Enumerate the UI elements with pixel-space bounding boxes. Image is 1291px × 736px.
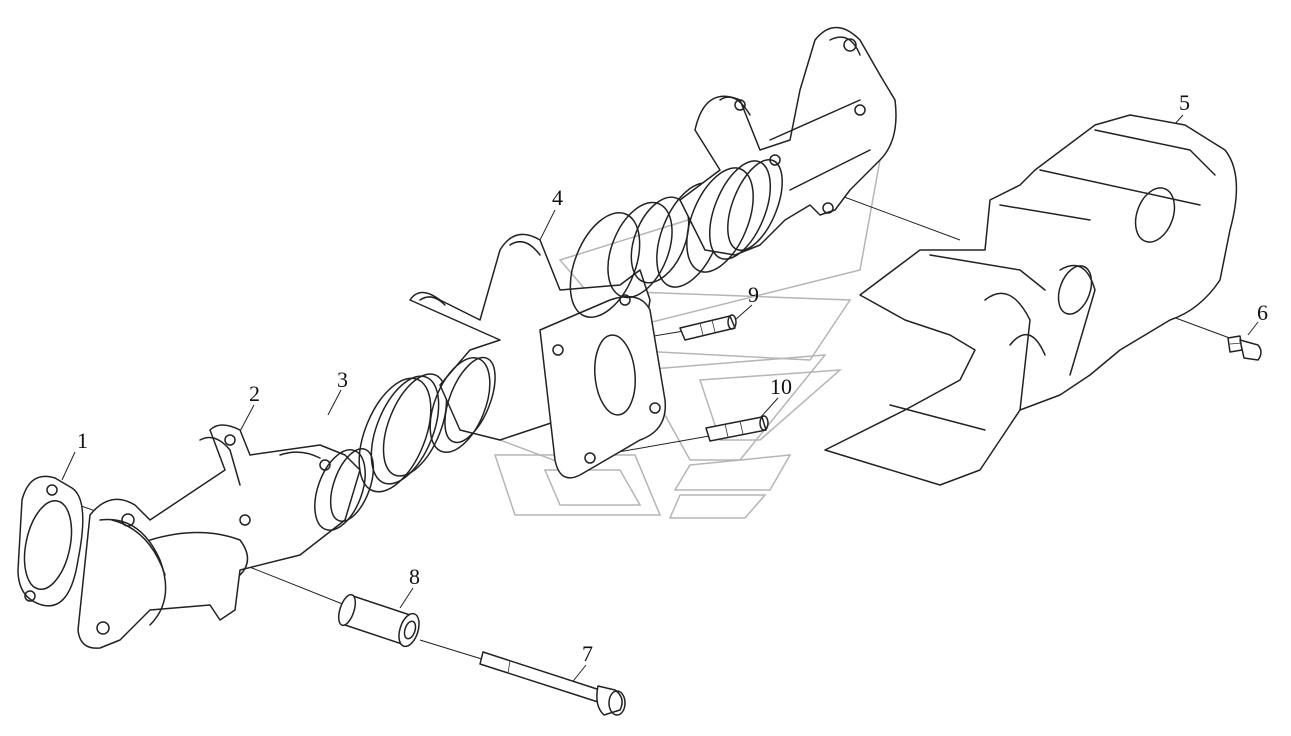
part-9-dowel-pin [679, 314, 737, 341]
part-3-sealing-rings [358, 373, 448, 493]
callout-3: 3 [337, 367, 348, 392]
callout-10: 10 [770, 374, 792, 399]
callout-1: 1 [77, 428, 88, 453]
callout-7: 7 [582, 641, 593, 666]
callout-2: 2 [249, 381, 260, 406]
callout-9: 9 [748, 282, 759, 307]
part-5-heat-shield [824, 114, 1238, 486]
callout-6: 6 [1257, 300, 1268, 325]
part-8-spacer-sleeve [337, 593, 420, 648]
callout-4: 4 [552, 185, 563, 210]
part-2-front-manifold [77, 424, 375, 649]
part-7-long-bolt [479, 651, 626, 716]
part-1-gasket [17, 475, 84, 607]
part-6-bolt [1227, 335, 1262, 361]
callout-labels: 1 2 3 4 5 6 7 8 9 10 [77, 90, 1268, 666]
callout-5: 5 [1179, 90, 1190, 115]
part-10-dowel-pin [705, 415, 769, 442]
part-4-middle-manifold [409, 182, 724, 479]
rear-manifold [679, 26, 897, 273]
callout-8: 8 [409, 564, 420, 589]
